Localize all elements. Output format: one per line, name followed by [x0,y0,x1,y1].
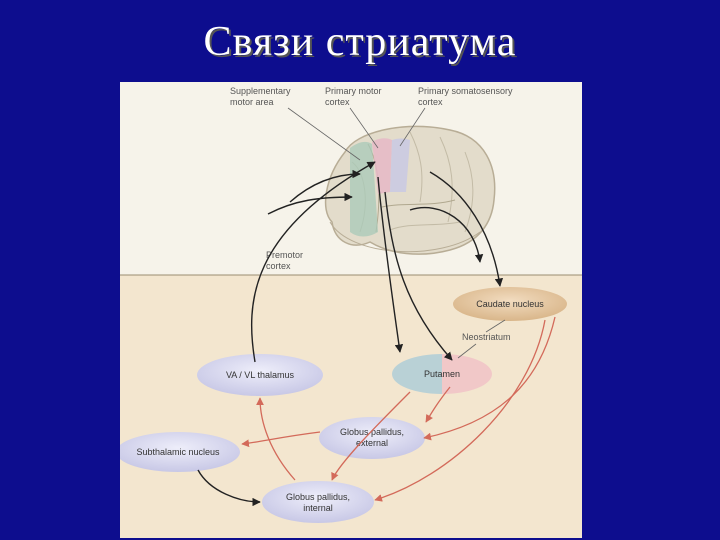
neostriatum-label: Neostriatum [462,332,511,342]
gpe-label-1: Globus pallidus, [340,427,404,437]
somatosensory-label-2: cortex [418,97,443,107]
thalamus-label: VA / VL thalamus [226,370,295,380]
caudate-label: Caudate nucleus [476,299,544,309]
stn-label: Subthalamic nucleus [136,447,220,457]
striatum-connections-diagram: Caudate nucleus Putamen VA / VL thalamus… [120,86,582,538]
gpi-label-1: Globus pallidus, [286,492,350,502]
primary-motor-label-1: Primary motor [325,86,382,96]
gpe-node: Globus pallidus, external [319,417,425,459]
primary-motor-label-2: cortex [325,97,350,107]
thalamus-node: VA / VL thalamus [197,354,323,396]
diagram-panel: Caudate nucleus Putamen VA / VL thalamus… [120,82,582,538]
sma-label-1: Supplementary [230,86,291,96]
slide-title: Связи стриатума [203,19,517,65]
putamen-label: Putamen [424,369,460,379]
putamen-node: Putamen [392,354,492,394]
caudate-nucleus-node: Caudate nucleus [453,287,567,321]
premotor-label-2: cortex [266,261,291,271]
somatosensory-label-1: Primary somatosensory [418,86,513,96]
brain-illustration [324,125,496,255]
stn-node: Subthalamic nucleus [120,432,240,472]
gpi-label-2: internal [303,503,333,513]
gpi-node: Globus pallidus, internal [262,481,374,523]
premotor-label-1: Premotor [266,250,303,260]
excitatory-arrows [197,161,504,507]
gpe-label-2: external [356,438,388,448]
sma-label-2: motor area [230,97,274,107]
inhibitory-arrows [241,316,556,502]
